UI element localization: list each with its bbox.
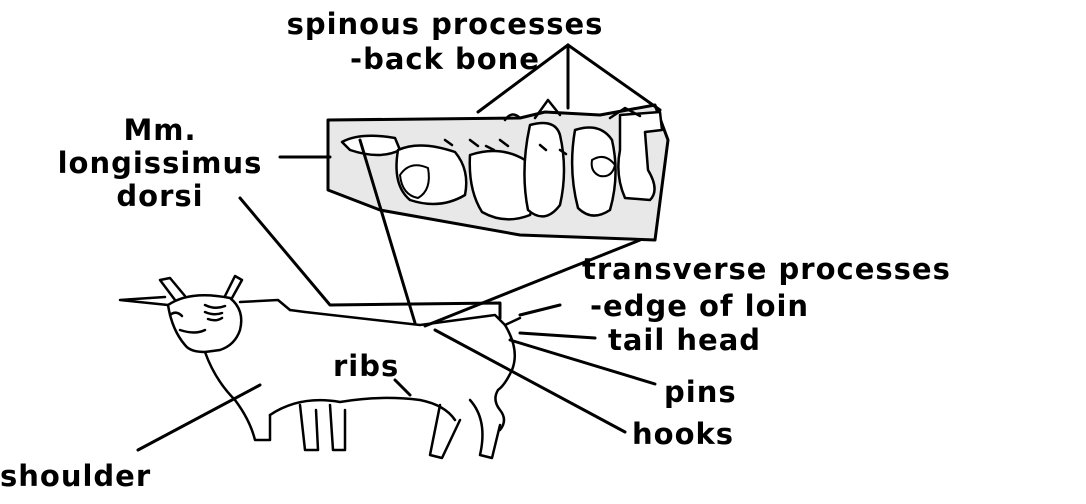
leader-lines [138,45,660,450]
tail-head-label: tail head [608,326,761,355]
longissimus-label-line2: longissimus [30,149,290,178]
transverse-processes-label: transverse processes -edge of loin [582,255,1077,321]
ribs-label: ribs [333,352,399,381]
spinous-processes-label: spinous processes -back bone [230,10,660,74]
pins-label: pins [664,378,737,407]
spinous-label-line2: -back bone [230,45,660,74]
spinous-label-line1: spinous processes [230,10,660,39]
longissimus-label-line3: dorsi [30,182,290,211]
hooks-label: hooks [632,420,734,449]
vertebrae-cross-section [328,100,668,240]
shoulder-label: shoulder [0,462,151,491]
longissimus-dorsi-label: Mm. longissimus dorsi [30,116,290,211]
longissimus-label-line1: Mm. [30,116,290,145]
transverse-label-line2: -edge of loin [590,292,1077,321]
transverse-label-line1: transverse processes [582,255,1077,284]
